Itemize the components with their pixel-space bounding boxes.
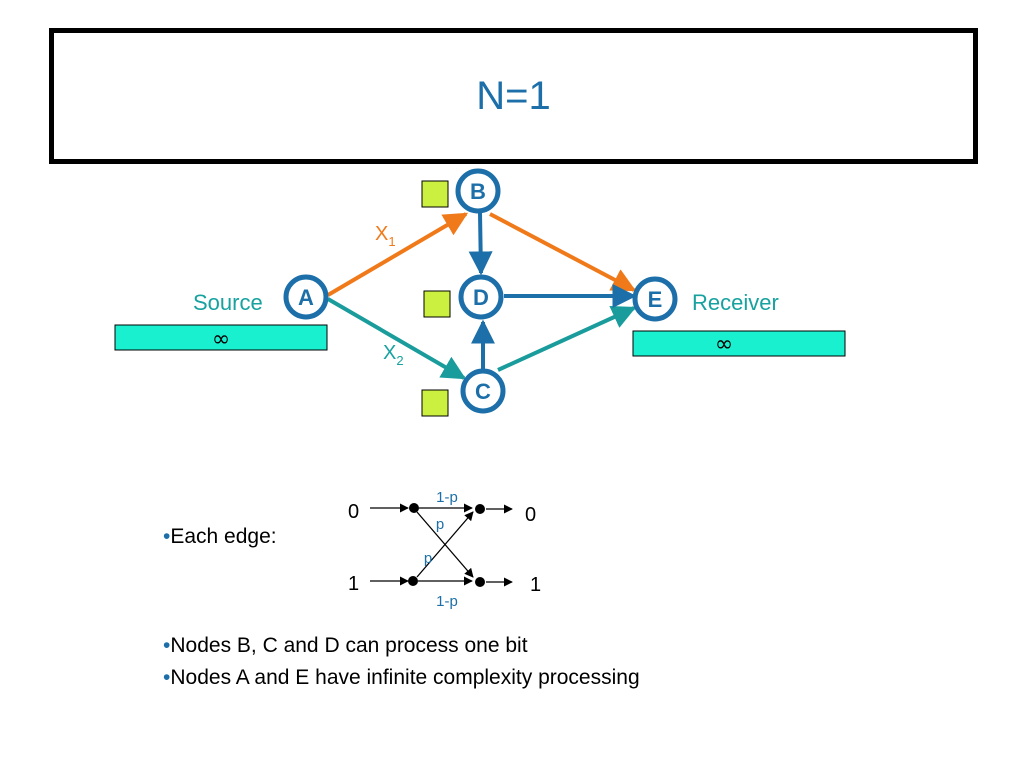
svg-text:A: A [298,285,314,310]
edge-b-e [489,212,637,292]
edge-label-x1: X1 [375,223,396,249]
slide-title: N=1 [476,73,551,118]
channel-prob-cross-2: p [424,550,432,567]
bullet-line-2: •Nodes A and E have infinite complexity … [163,662,640,694]
source-label: Source [193,290,263,315]
svg-text:B: B [470,179,486,204]
channel-prob-top: 1-p [436,489,458,506]
channel-in-bottom: 1 [348,573,359,595]
edge-c-e [497,306,637,372]
channel-prob-bottom: 1-p [436,593,458,610]
bit-box-b [421,180,449,208]
bit-box-d [423,290,451,318]
bullet-line-1: •Nodes B, C and D can process one bit [163,630,640,662]
bullet-each-edge: •Each edge: [163,521,277,553]
edge-b-d [468,212,493,276]
channel-out-top: 0 [525,504,536,526]
channel-prob-cross-1: p [436,516,444,533]
infinity-receiver: ∞ [715,332,733,357]
channel-out-bottom: 1 [530,574,541,596]
node-b: B [455,168,501,214]
bullet-list: •Nodes B, C and D can process one bit •N… [163,630,640,694]
svg-text:D: D [473,285,489,310]
bullet-dot: • [163,666,171,689]
bullet-text-2: Nodes A and E have infinite complexity p… [170,666,640,689]
bit-box-c [421,389,449,417]
buffer-source [114,324,328,351]
edge-label-x2: X2 [383,342,404,368]
bullet-dot: • [163,525,171,548]
title-box: N=1 [49,28,978,164]
channel-dot-in-bottom [408,576,418,586]
channel-dot-out-bottom [475,577,485,587]
node-e: E [632,276,678,322]
node-a: A [283,274,329,320]
svg-text:E: E [648,287,663,312]
node-c: C [460,368,506,414]
channel-in-top: 0 [348,501,359,523]
channel-dot-out-top [475,504,485,514]
edge-a-b [326,212,469,297]
bullet-text-1: Nodes B, C and D can process one bit [170,634,528,657]
buffer-receiver [632,330,846,357]
edge-a-c [326,297,467,380]
channel-dot-in-top [409,503,419,513]
receiver-label: Receiver [692,290,779,315]
svg-text:C: C [475,379,491,404]
infinity-source: ∞ [212,327,230,352]
channel-diagram: 0 1 0 1 1-p p p 1-p [348,489,541,610]
node-d: D [458,274,504,320]
bullet-text-each-edge: Each edge: [170,525,277,548]
bullet-dot: • [163,634,171,657]
